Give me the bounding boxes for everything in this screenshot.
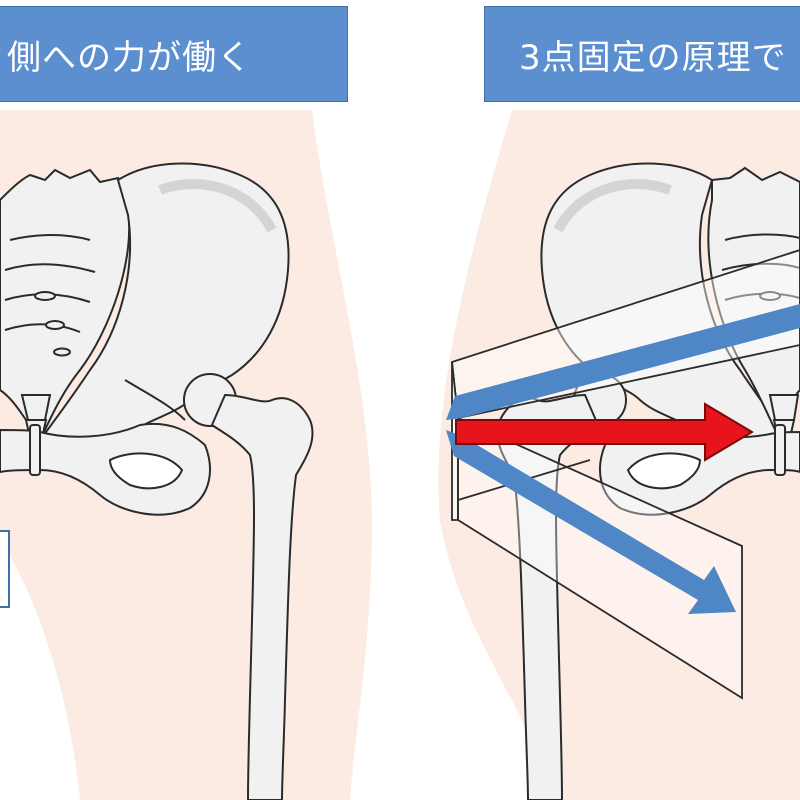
left-ilium xyxy=(38,162,290,465)
left-sacrum xyxy=(0,168,131,442)
left-femur xyxy=(183,373,314,800)
left-side-marker-box xyxy=(0,530,10,608)
blue-arrows xyxy=(446,304,800,614)
right-ilium xyxy=(540,162,792,465)
left-panel xyxy=(0,110,372,800)
blue-arrow-upper xyxy=(446,304,800,420)
right-pubis xyxy=(599,422,800,516)
right-title-banner: 3点固定の原理で xyxy=(484,6,800,102)
left-title-text: 側への力が働く xyxy=(7,37,252,78)
red-arrow-center xyxy=(455,402,754,462)
blue-arrow-lower xyxy=(446,430,736,614)
right-title-text: 3点固定の原理で xyxy=(519,37,787,78)
right-panel xyxy=(438,110,800,800)
left-pubis xyxy=(0,422,211,516)
left-title-banner: 側への力が働く xyxy=(0,6,348,102)
